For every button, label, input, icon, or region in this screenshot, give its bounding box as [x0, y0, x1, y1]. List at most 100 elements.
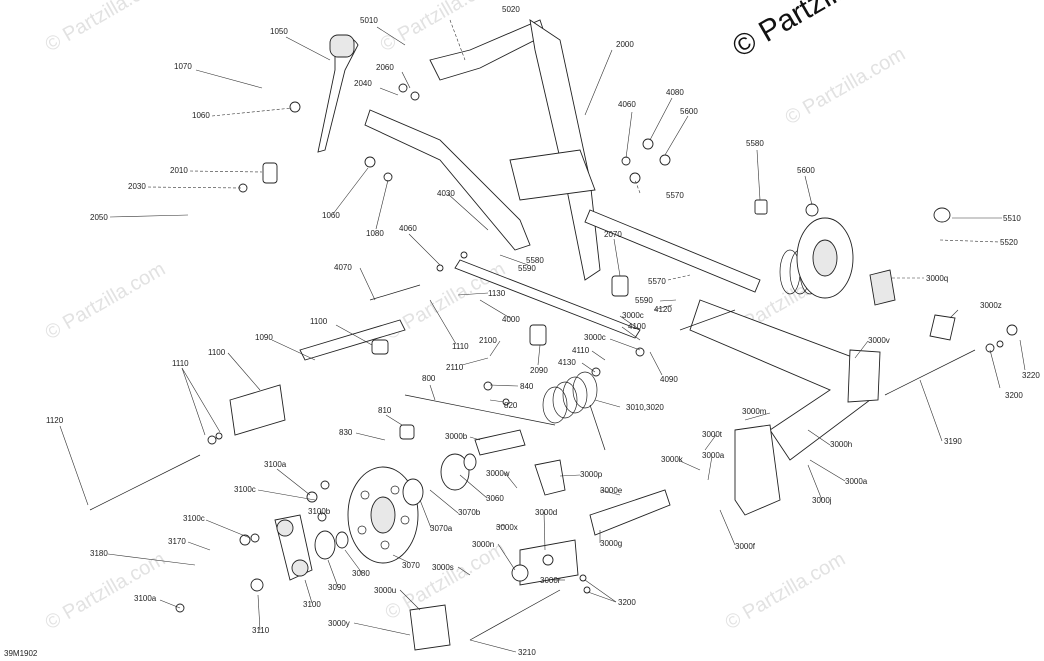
frame-rail-part: [364, 109, 531, 251]
callout-labels: 5010 5020 1050 2000 1070 2060 2040 1060 …: [4, 5, 1040, 658]
callout-4000: 4000: [502, 315, 520, 324]
cap-part: [933, 207, 951, 223]
fastener-group: [175, 83, 1018, 613]
callout-2050: 2050: [90, 213, 108, 222]
callout-3080: 3080: [352, 569, 370, 578]
callout-3000k: 3000k: [661, 455, 684, 464]
callout-3000a: 3000a: [845, 477, 868, 486]
callout-3000c: 3000c: [622, 311, 644, 320]
bolt-part: [89, 454, 201, 511]
callout-3000c: 3000c: [584, 333, 606, 342]
callout-2090: 2090: [530, 366, 548, 375]
callout-3000a: 3000a: [702, 451, 725, 460]
watermark-text: © Partzilla.com: [722, 548, 850, 634]
callout-3070: 3070: [402, 561, 420, 570]
callout-5580: 5580: [746, 139, 764, 148]
callout-3000f: 3000f: [735, 542, 756, 551]
callout-1060: 1060: [322, 211, 340, 220]
callout-3200: 3200: [618, 598, 636, 607]
callout-3100: 3100: [303, 600, 321, 609]
long-rod-part: [454, 259, 641, 339]
callout-2100: 2100: [479, 336, 497, 345]
callout-2110: 2110: [446, 363, 464, 372]
callout-2070: 2070: [604, 230, 622, 239]
washer-part: [463, 453, 477, 471]
shaft-part: [589, 489, 671, 536]
callout-5570: 5570: [648, 277, 666, 286]
callout-3190: 3190: [944, 437, 962, 446]
bolt-part: [369, 284, 421, 301]
callout-4130: 4130: [558, 358, 576, 367]
callout-1130: 1130: [488, 289, 506, 298]
callout-1060: 1060: [192, 111, 210, 120]
callout-5510: 5510: [1003, 214, 1021, 223]
bracket-part: [734, 424, 781, 516]
callout-3100b: 3100b: [308, 507, 331, 516]
callout-830: 830: [339, 428, 353, 437]
callout-800: 800: [422, 374, 436, 383]
link-hole: [291, 559, 309, 577]
callout-5600: 5600: [797, 166, 815, 175]
callout-3000x: 3000x: [496, 523, 518, 532]
callout-3000v: 3000v: [868, 336, 890, 345]
watermark-text: © Partzilla.com: [782, 43, 910, 129]
callout-1070: 1070: [174, 62, 192, 71]
callout-3100c: 3100c: [183, 514, 205, 523]
bracket-part: [509, 149, 596, 201]
callout-3000p: 3000p: [580, 470, 603, 479]
callout-3000y: 3000y: [328, 619, 350, 628]
washer-part: [335, 531, 349, 549]
callout-5590: 5590: [635, 296, 653, 305]
callout-3000d: 3000d: [535, 508, 557, 517]
watermark-text: © Partzilla.com: [42, 548, 170, 634]
callout-5020: 5020: [502, 5, 520, 14]
callout-3180: 3180: [90, 549, 108, 558]
callout-3220: 3220: [1022, 371, 1040, 380]
callout-2000: 2000: [616, 40, 634, 49]
callout-1100: 1100: [310, 317, 328, 326]
callout-2030: 2030: [128, 182, 146, 191]
washer-part: [314, 530, 336, 560]
callout-3000h: 3000h: [830, 440, 852, 449]
callout-3110: 3110: [252, 626, 270, 635]
callout-820: 820: [504, 401, 518, 410]
leader-lines: [59, 19, 1026, 653]
bumper-part: [869, 269, 896, 306]
callout-3000b: 3000b: [445, 432, 468, 441]
block-part: [847, 349, 881, 403]
callout-5570: 5570: [666, 191, 684, 200]
callout-4060: 4060: [399, 224, 417, 233]
callout-3010-3020: 3010,3020: [626, 403, 664, 412]
callout-3090: 3090: [328, 583, 346, 592]
callout-1090: 1090: [255, 333, 273, 342]
bearing-part: [402, 478, 424, 506]
callout-5600: 5600: [680, 107, 698, 116]
frame-rail-part: [529, 19, 601, 281]
callout-3100a: 3100a: [264, 460, 287, 469]
bushing-part: [262, 162, 278, 184]
callout-2060: 2060: [376, 63, 394, 72]
spring-seat-hub: [812, 239, 838, 277]
callout-3000z: 3000z: [980, 301, 1002, 310]
bolt-part: [884, 349, 976, 396]
parts-artwork: [89, 19, 1018, 651]
watermark-text: © Partzilla.com: [42, 0, 170, 56]
callout-5590: 5590: [518, 264, 536, 273]
callout-3000m: 3000m: [742, 407, 767, 416]
callout-3070b: 3070b: [458, 508, 481, 517]
sleeve-part: [229, 384, 286, 436]
callout-3000g: 3000g: [600, 539, 622, 548]
callout-3000q: 3000q: [926, 274, 948, 283]
callout-4120: 4120: [654, 305, 672, 314]
callout-2040: 2040: [354, 79, 372, 88]
callout-1110: 1110: [452, 342, 469, 351]
callout-3070a: 3070a: [430, 524, 453, 533]
mount-bracket-part: [409, 604, 451, 651]
callout-1050: 1050: [270, 27, 288, 36]
callout-3000s: 3000s: [432, 563, 454, 572]
idler-wheel-hub: [370, 496, 396, 534]
callout-3000n: 3000n: [472, 540, 494, 549]
callout-4090: 4090: [660, 375, 678, 384]
callout-1080: 1080: [366, 229, 384, 238]
